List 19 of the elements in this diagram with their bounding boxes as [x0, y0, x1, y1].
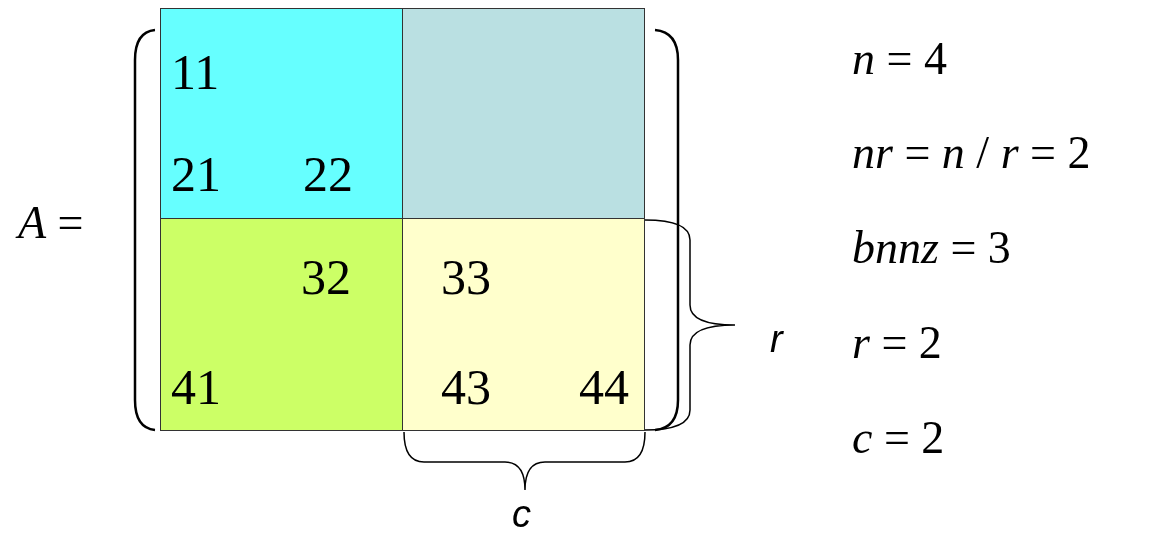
matrix-entry: 22	[303, 149, 353, 199]
matrix-entry: 32	[301, 252, 351, 302]
equation: r = 2	[852, 320, 942, 366]
matrix-block	[402, 218, 645, 431]
equation: c = 2	[852, 415, 945, 461]
matrix-entry: 41	[171, 362, 221, 412]
equation: nr = n / r = 2	[852, 130, 1091, 176]
matrix-block	[160, 218, 403, 431]
equation: n = 4	[852, 36, 947, 82]
matrix-entry: 21	[171, 149, 221, 199]
matrix-block	[160, 8, 403, 219]
bracket-label: r	[770, 320, 783, 358]
matrix-entry: 33	[441, 252, 491, 302]
equation: bnnz = 3	[852, 225, 1011, 271]
matrix-entry: 44	[579, 362, 629, 412]
matrix-block	[402, 8, 645, 219]
bracket-label: c	[512, 495, 531, 533]
matrix-entry: 11	[171, 47, 220, 97]
matrix-entry: 43	[441, 362, 491, 412]
